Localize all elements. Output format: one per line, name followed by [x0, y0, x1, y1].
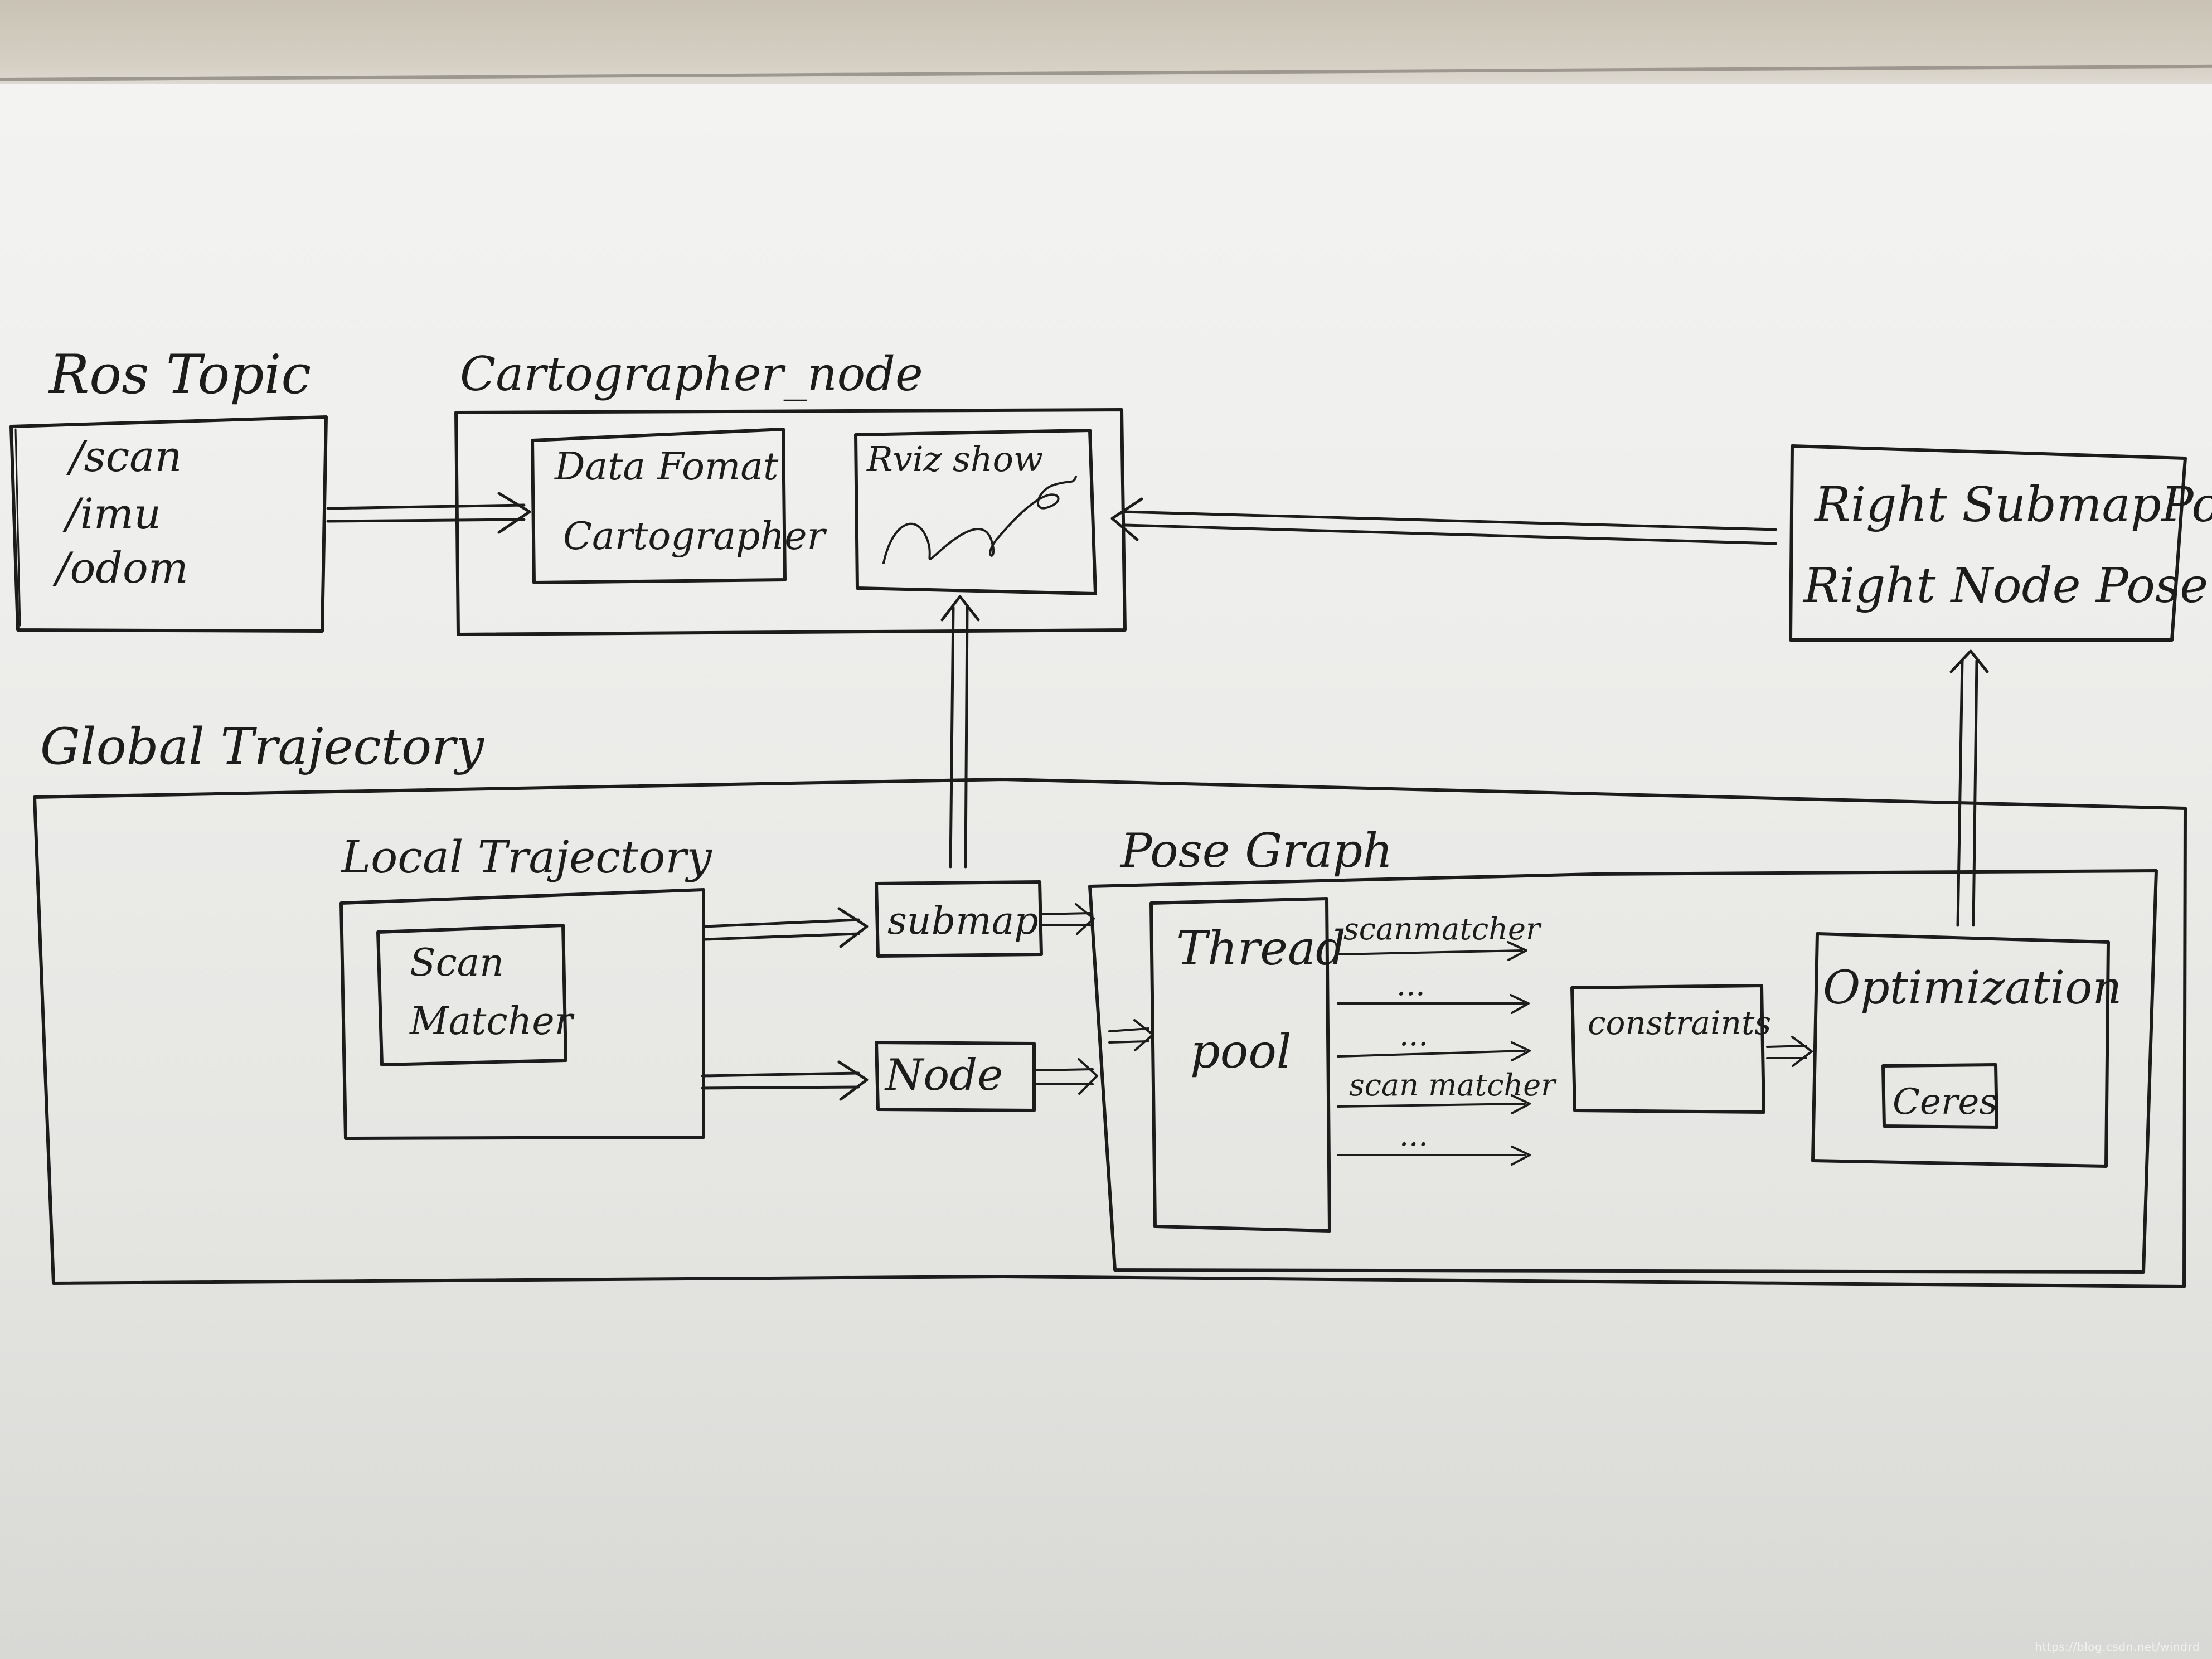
- ceres-box: [1881, 1063, 1998, 1129]
- data-format-box: [531, 428, 787, 584]
- pose-graph-box: [1088, 869, 2158, 1274]
- ros-topic-line-imu: /imu: [62, 489, 161, 539]
- submap-box: [875, 880, 1043, 958]
- thread-output-label-1: scanmatcher: [1343, 911, 1542, 947]
- data-format-line-1: Data Fomat: [554, 445, 779, 489]
- thread-output-arrows: [1337, 941, 1531, 1166]
- cartographer-node-title: Cartographer_node: [460, 347, 923, 401]
- global-trajectory-title: Global Trajectory: [40, 717, 484, 776]
- optimization-label: Optimization: [1823, 962, 2122, 1015]
- thread-output-label-4: scan matcher: [1349, 1068, 1557, 1103]
- rviz-show-label: Rviz show: [866, 439, 1043, 479]
- data-format-line-2: Cartographer: [563, 515, 827, 559]
- scan-matcher-box: [376, 924, 567, 1066]
- ros-topic-title: Ros Topic: [48, 343, 311, 406]
- arrow-right-pose-to-rviz: [1110, 497, 1777, 545]
- pose-graph-title: Pose Graph: [1119, 823, 1393, 878]
- global-trajectory-box: [33, 778, 2187, 1288]
- arrow-local-to-node: [701, 1060, 869, 1101]
- right-pose-line-1: Right SubmapPose: [1813, 477, 2212, 533]
- scan-matcher-line-1: Scan: [410, 941, 504, 985]
- ros-topic-line-odom: /odom: [52, 543, 188, 593]
- thread-output-label-2: ...: [1396, 967, 1425, 1002]
- scan-matcher-line-2: Matcher: [409, 1000, 575, 1044]
- ceres-label: Ceres: [1893, 1081, 1997, 1123]
- local-trajectory-title: Local Trajectory: [340, 831, 713, 883]
- ros-topic-line-scan: /scan: [66, 431, 182, 481]
- arrow-submap-to-pose-graph: [1041, 903, 1095, 935]
- arrow-optimization-to-right-pose: [1949, 649, 1989, 927]
- node-label: Node: [884, 1050, 1003, 1100]
- arrow-constraints-to-optimization: [1766, 1036, 1813, 1067]
- arrow-node-to-pose-graph: [1036, 1058, 1098, 1095]
- thread-output-label-3: ...: [1399, 1017, 1428, 1052]
- constraints-box: [1570, 984, 1765, 1114]
- ros-topic-box: [9, 415, 328, 633]
- thread-pool-box: [1149, 897, 1331, 1233]
- watermark: https://blog.csdn.net/windrd: [2035, 1640, 2200, 1653]
- constraints-label: constraints: [1588, 1004, 1771, 1042]
- submap-label: submap: [887, 899, 1039, 943]
- rviz-show-box: [854, 429, 1097, 595]
- thread-pool-line-1: Thread: [1176, 921, 1346, 976]
- arrow-into-thread-pool: [1108, 1019, 1154, 1051]
- right-pose-line-2: Right Node Pose: [1802, 558, 2208, 614]
- right-pose-box: [1789, 444, 2187, 642]
- local-trajectory-box: [339, 888, 705, 1140]
- cartographer-node-box: [454, 408, 1127, 636]
- arrow-local-to-submap: [704, 907, 869, 948]
- arrow-submap-to-rviz: [940, 595, 980, 869]
- node-box: [875, 1041, 1036, 1112]
- thread-pool-line-2: pool: [1190, 1024, 1292, 1079]
- thread-output-label-5: ...: [1399, 1118, 1428, 1153]
- optimization-box: [1811, 932, 2110, 1168]
- arrow-ros-to-data-format: [326, 492, 531, 534]
